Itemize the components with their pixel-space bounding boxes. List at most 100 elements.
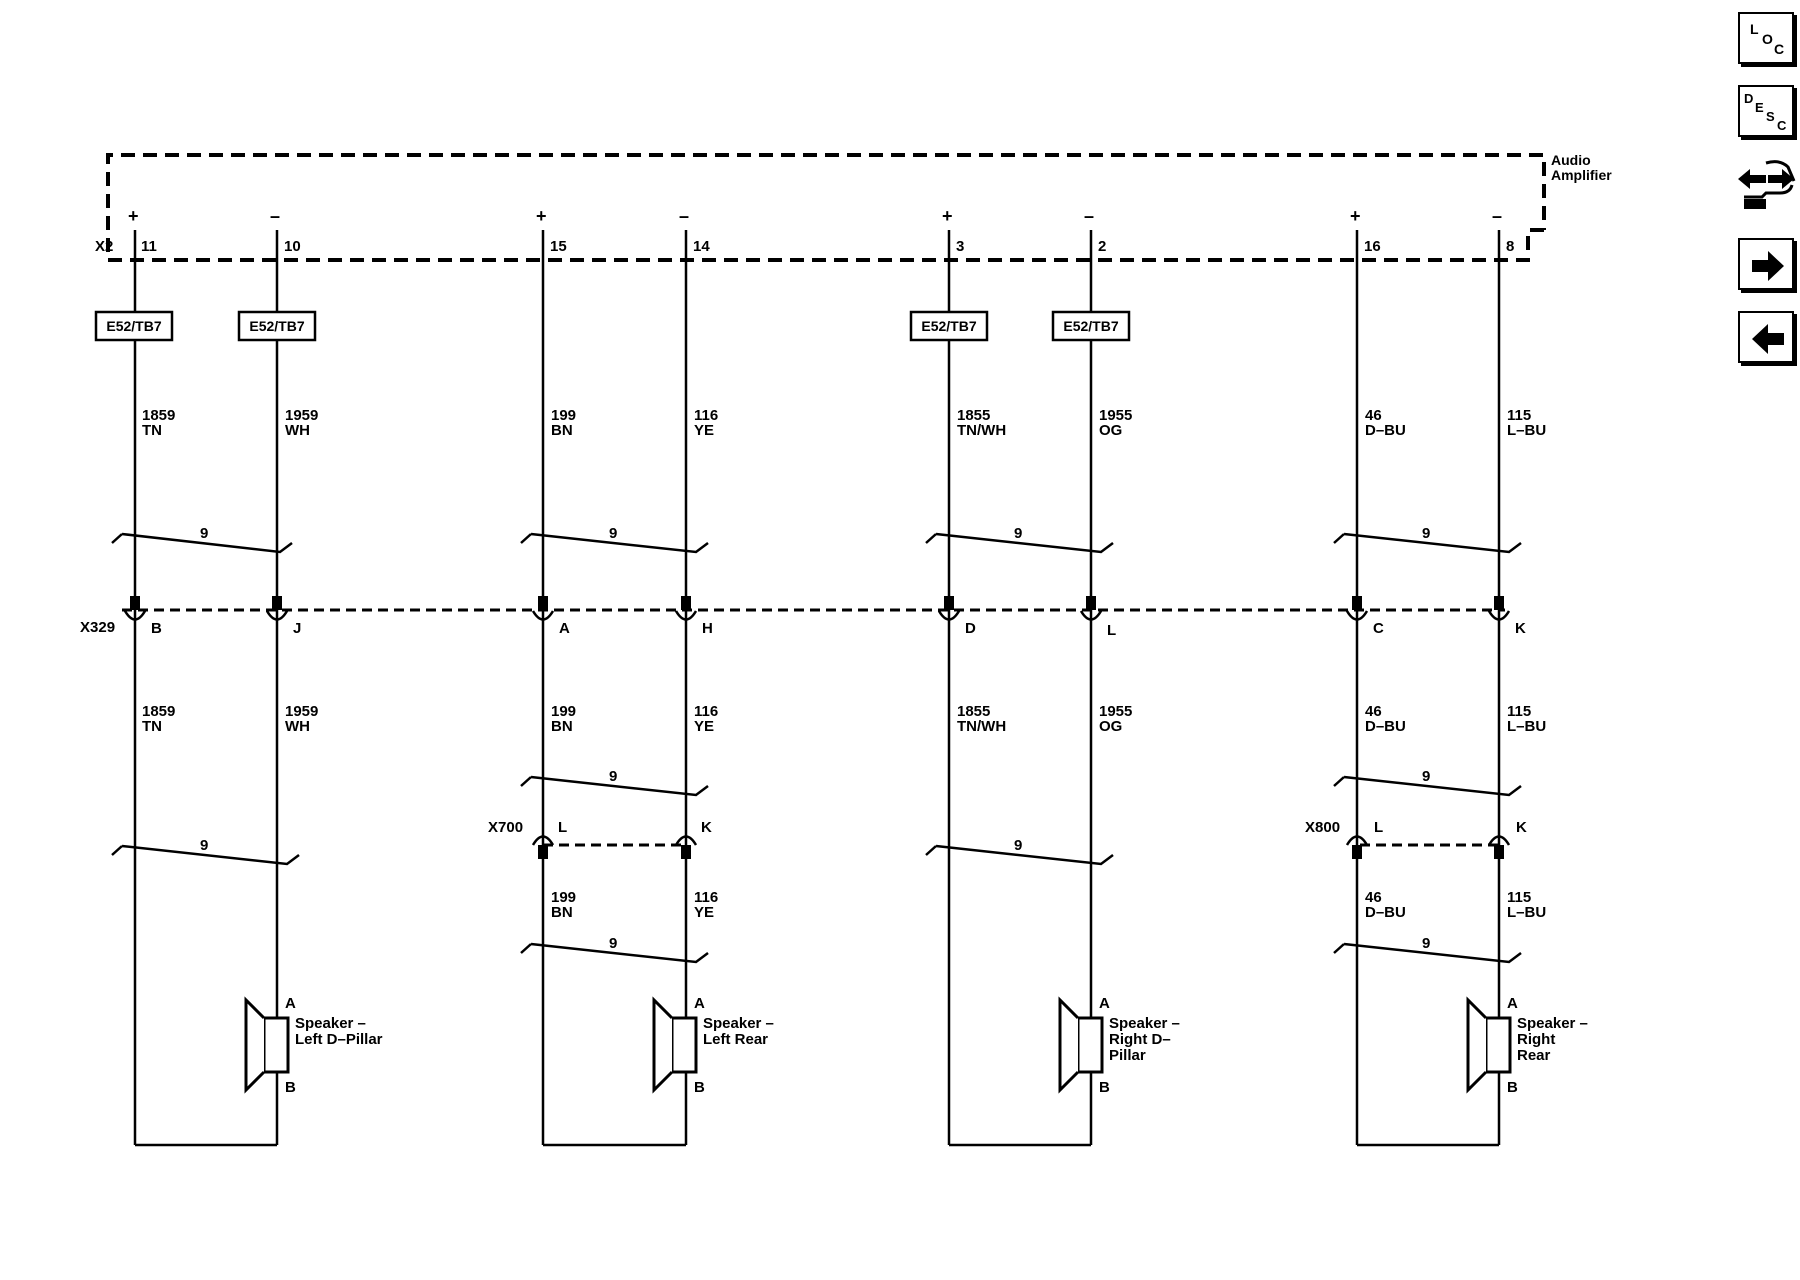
wire-color-x800: L–BU xyxy=(1507,904,1546,921)
speaker-label-1: Speaker – xyxy=(1517,1015,1588,1032)
circuit-number-lower: 46 xyxy=(1365,703,1382,720)
inline-pin: B xyxy=(151,620,162,637)
speaker-label-1: Speaker – xyxy=(295,1015,366,1032)
loc-button[interactable]: L O C xyxy=(1738,12,1794,64)
back-button[interactable] xyxy=(1738,311,1794,363)
pin-label: 14 xyxy=(693,238,710,255)
twist-label: 9 xyxy=(1422,935,1430,952)
x800-pin: K xyxy=(1516,819,1527,836)
loc-letter-o: O xyxy=(1762,31,1773,47)
twist-label: 9 xyxy=(609,935,617,952)
pin-label: 2 xyxy=(1098,238,1106,255)
wire-color: L–BU xyxy=(1507,422,1546,439)
twist-label: 9 xyxy=(1014,837,1022,854)
x700-pin: L xyxy=(558,819,567,836)
speaker-pin-b: B xyxy=(1099,1079,1110,1096)
arrow-right-icon xyxy=(1752,251,1784,281)
twist-label: 9 xyxy=(609,525,617,542)
speaker-label-3: Rear xyxy=(1517,1047,1551,1064)
loc-letter-l: L xyxy=(1750,21,1759,37)
pin-label: 3 xyxy=(956,238,964,255)
wire-color-lower: YE xyxy=(694,718,714,735)
wire-color: TN xyxy=(142,422,162,439)
arrow-left-icon xyxy=(1752,324,1784,354)
desc-letter-c: C xyxy=(1777,118,1787,133)
desc-letter-s: S xyxy=(1766,109,1775,124)
speaker-label-2: Left Rear xyxy=(703,1031,768,1048)
wire-color: BN xyxy=(551,422,573,439)
speaker-right-rear: A B Speaker – Right Rear xyxy=(1466,995,1588,1096)
splice-label: E52/TB7 xyxy=(1063,318,1118,334)
circuit-number-lower: 116 xyxy=(694,703,718,720)
wire-color-lower: OG xyxy=(1099,718,1122,735)
circuit-1859: + 11 E52/TB7 1859 TN B 1859 TN xyxy=(94,206,175,1145)
circuit-number-lower: 1955 xyxy=(1099,703,1132,720)
circuit-1855: + 3 E52/TB7 1855 TN/WH D 1855 TN/WH xyxy=(909,206,1006,1145)
splice-label: E52/TB7 xyxy=(921,318,976,334)
wire-color-lower: L–BU xyxy=(1507,718,1546,735)
circuit-number-lower: 199 xyxy=(551,703,576,720)
circuit-number: 46 xyxy=(1365,407,1382,424)
polarity-label: – xyxy=(270,206,280,226)
pin-label: 15 xyxy=(550,238,567,255)
speaker-label-3: Pillar xyxy=(1109,1047,1146,1064)
twisted-pair-markers xyxy=(111,532,1522,964)
speaker-label-2: Right D– xyxy=(1109,1031,1171,1048)
speaker-left-d-pillar: A B Speaker – Left D–Pillar xyxy=(244,995,383,1096)
inline-pin: A xyxy=(559,620,570,637)
speaker-pin-b: B xyxy=(285,1079,296,1096)
amplifier-label-1: Audio xyxy=(1551,152,1591,168)
wire-color: D–BU xyxy=(1365,422,1406,439)
circuit-number: 1955 xyxy=(1099,407,1132,424)
twist-label: 9 xyxy=(1014,525,1022,542)
pin-label: 10 xyxy=(284,238,301,255)
speaker-right-d-pillar: A B Speaker – Right D– Pillar xyxy=(1058,995,1180,1096)
circuit-number-lower: 1959 xyxy=(285,703,318,720)
wire-color-lower: BN xyxy=(551,718,573,735)
splice-label: E52/TB7 xyxy=(249,318,304,334)
circuit-199: + 15 199 BN A 199 BN L 199 BN xyxy=(531,206,576,1145)
forward-button[interactable] xyxy=(1738,238,1794,290)
speaker-left-rear: A B Speaker – Left Rear xyxy=(652,995,774,1096)
inline-pin: D xyxy=(965,620,976,637)
circuit-number-lower: 1859 xyxy=(142,703,175,720)
x800-pin: L xyxy=(1374,819,1383,836)
circuit-number-x800: 115 xyxy=(1507,889,1531,906)
polarity-label: + xyxy=(536,206,547,226)
desc-letter-d: D xyxy=(1744,91,1753,106)
wire-color-x700: YE xyxy=(694,904,714,921)
inline-pin: C xyxy=(1373,620,1384,637)
x329-label: X329 xyxy=(80,619,115,636)
speaker-label-1: Speaker – xyxy=(703,1015,774,1032)
wire-color: TN/WH xyxy=(957,422,1006,439)
wire-color-x800: D–BU xyxy=(1365,904,1406,921)
pin-label: 16 xyxy=(1364,238,1381,255)
wire-color-x700: BN xyxy=(551,904,573,921)
x800-label: X800 xyxy=(1305,819,1340,836)
polarity-label: – xyxy=(1492,206,1502,226)
polarity-label: + xyxy=(128,206,139,226)
splice-box xyxy=(94,310,174,342)
twist-label: 9 xyxy=(1422,525,1430,542)
connector-exchange-icon[interactable] xyxy=(1736,155,1796,213)
splice-box xyxy=(909,310,989,342)
amplifier-label-2: Amplifier xyxy=(1551,167,1612,183)
circuit-1959: – 10 E52/TB7 1959 WH J 1959 WH xyxy=(237,206,318,1145)
circuit-number-lower: 115 xyxy=(1507,703,1531,720)
speaker-pin-b: B xyxy=(1507,1079,1518,1096)
speaker-pin-b: B xyxy=(694,1079,705,1096)
pin-label: 8 xyxy=(1506,238,1514,255)
speaker-pin-a: A xyxy=(1507,995,1518,1012)
circuit-number-x700: 116 xyxy=(694,889,718,906)
x700-pin: K xyxy=(701,819,712,836)
circuit-116: – 14 116 YE H 116 YE K 116 YE xyxy=(674,206,718,1145)
polarity-label: – xyxy=(1084,206,1094,226)
twist-label: 9 xyxy=(200,837,208,854)
circuit-number: 115 xyxy=(1507,407,1531,424)
wire-color-lower: D–BU xyxy=(1365,718,1406,735)
desc-letter-e: E xyxy=(1755,100,1764,115)
wire-color-lower: TN/WH xyxy=(957,718,1006,735)
desc-button[interactable]: D E S C xyxy=(1738,85,1794,137)
splice-label: E52/TB7 xyxy=(106,318,161,334)
twist-label: 9 xyxy=(609,768,617,785)
